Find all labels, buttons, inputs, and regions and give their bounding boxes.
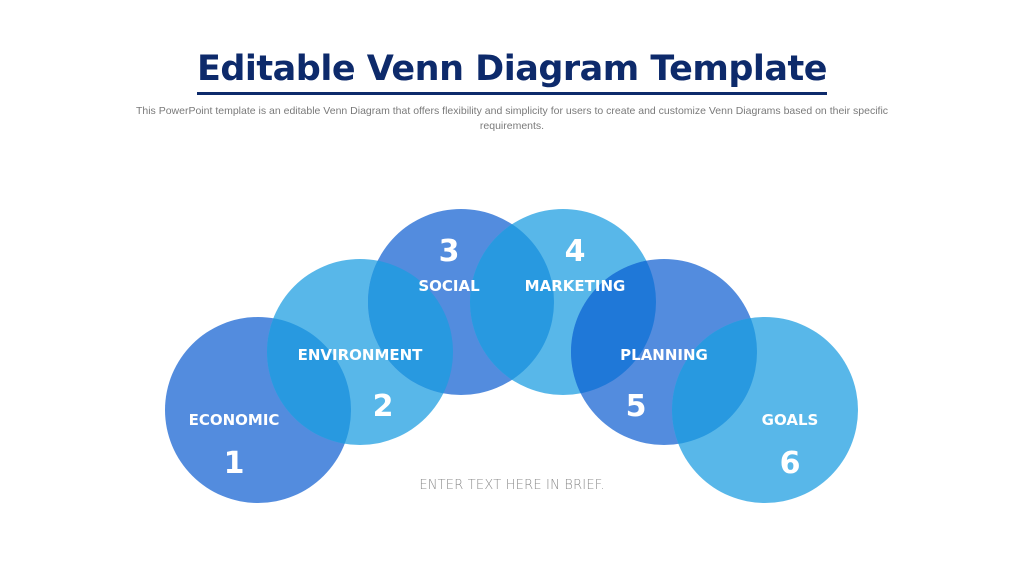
footer-text: ENTER TEXT HERE IN BRIEF. bbox=[419, 478, 605, 493]
overlap-3-4 bbox=[470, 209, 554, 395]
overlap-5-6 bbox=[672, 317, 757, 445]
circle-label-environment: ENVIRONMENT bbox=[298, 346, 424, 364]
circle-label-marketing: MARKETING bbox=[525, 277, 626, 295]
circle-number-6: 6 bbox=[780, 446, 801, 481]
overlap-1-2 bbox=[267, 317, 351, 445]
subtitle: This PowerPoint template is an editable … bbox=[135, 105, 889, 132]
circle-number-1: 1 bbox=[224, 446, 245, 481]
circle-number-5: 5 bbox=[626, 389, 647, 424]
circle-label-economic: ECONOMIC bbox=[189, 411, 280, 429]
overlap-4-5 bbox=[571, 259, 656, 395]
circle-number-2: 2 bbox=[373, 389, 394, 424]
circle-label-social: SOCIAL bbox=[418, 277, 480, 295]
page-title: Editable Venn Diagram Template bbox=[0, 44, 1024, 95]
circle-number-3: 3 bbox=[439, 234, 460, 269]
circle-label-planning: PLANNING bbox=[620, 346, 708, 364]
circle-label-goals: GOALS bbox=[762, 411, 819, 429]
page-title-text: Editable Venn Diagram Template bbox=[196, 47, 828, 95]
circle-number-4: 4 bbox=[565, 234, 586, 269]
overlap-2-3 bbox=[368, 259, 453, 395]
